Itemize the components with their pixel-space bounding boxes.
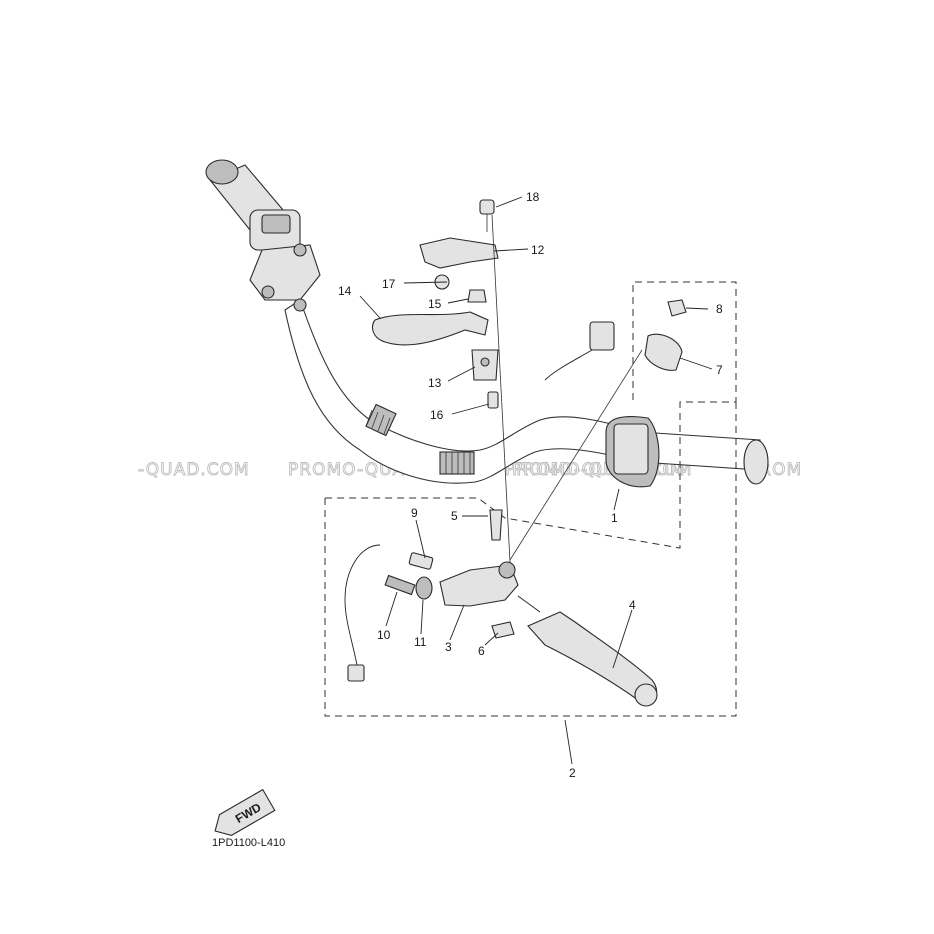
part-16-screw bbox=[487, 391, 499, 409]
switch-connector bbox=[544, 321, 615, 381]
assembly-line-lower bbox=[517, 595, 541, 613]
handlebar bbox=[284, 299, 769, 485]
watermark-text-1: -QUAD.COM bbox=[138, 460, 250, 480]
callout-5: 5 bbox=[451, 509, 458, 523]
callout-7: 7 bbox=[716, 363, 723, 377]
part-1-switch bbox=[605, 415, 660, 488]
callout-10: 10 bbox=[377, 628, 391, 642]
callout-18: 18 bbox=[526, 190, 540, 204]
callout-6: 6 bbox=[478, 644, 485, 658]
right-grip-end bbox=[743, 439, 769, 485]
group-box-lever bbox=[324, 402, 737, 717]
part-15-nut bbox=[467, 289, 487, 303]
part-12-bracket bbox=[419, 237, 499, 269]
callout-8: 8 bbox=[716, 302, 723, 316]
callout-13: 13 bbox=[428, 376, 442, 390]
part-14-lever bbox=[371, 311, 489, 346]
leader-lines bbox=[359, 196, 713, 765]
callout-14: 14 bbox=[338, 284, 352, 298]
part-9-cable bbox=[344, 544, 434, 682]
callout-4: 4 bbox=[629, 598, 636, 612]
callout-2: 2 bbox=[569, 766, 576, 780]
part-3-holder bbox=[439, 561, 519, 607]
part-4-lever bbox=[527, 611, 658, 707]
part-8-screw bbox=[667, 299, 687, 317]
part-7-clamp bbox=[644, 333, 683, 371]
knurl-right bbox=[439, 451, 475, 475]
callout-16: 16 bbox=[430, 408, 444, 422]
fwd-arrow-icon: FWD bbox=[214, 788, 276, 836]
switch-axis bbox=[509, 349, 643, 561]
group-box-switch bbox=[325, 281, 737, 549]
callout-17: 17 bbox=[382, 277, 396, 291]
callout-9: 9 bbox=[411, 506, 418, 520]
knurl-left bbox=[365, 403, 397, 437]
callout-1: 1 bbox=[611, 511, 618, 525]
callout-3: 3 bbox=[445, 640, 452, 654]
left-grip-assembly bbox=[205, 159, 321, 312]
assembly-axis bbox=[491, 214, 511, 563]
part-10-screw bbox=[384, 574, 416, 596]
part-13-holder bbox=[471, 349, 499, 381]
callout-15: 15 bbox=[428, 297, 442, 311]
callouts: 1 2 3 4 5 6 7 8 9 10 11 12 13 14 15 16 1… bbox=[338, 190, 723, 780]
part-18-bolt bbox=[479, 199, 495, 232]
part-11-nut bbox=[415, 576, 433, 600]
part-5-pin bbox=[489, 509, 503, 541]
callout-11: 11 bbox=[414, 635, 427, 649]
callout-12: 12 bbox=[531, 243, 545, 257]
drawing-code: 1PD1100-L410 bbox=[212, 837, 285, 849]
